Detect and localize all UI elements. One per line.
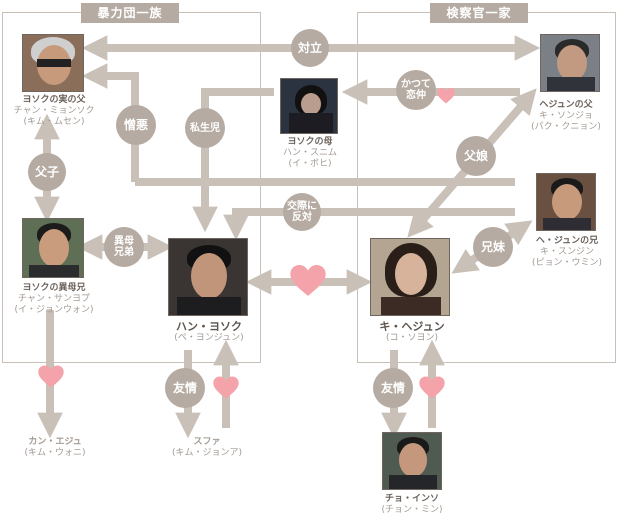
- hejun-father-portrait: [540, 34, 600, 92]
- half-brother-label: ヨソクの異母兄 チャン・サンヨプ (イ・ジョンウォン): [14, 283, 93, 316]
- friendship-left-bubble: 友情: [165, 368, 205, 408]
- hejun-label: キ・ヘジュン (コ・ソヨン): [379, 320, 444, 344]
- opposed-dating-bubble: 交際に 反対: [283, 193, 321, 231]
- choi-portrait: [382, 432, 442, 490]
- mother-actor-role: ハン・スニム: [282, 148, 338, 158]
- hejun-portrait: [370, 238, 450, 316]
- hejun-brother-portrait: [536, 173, 596, 231]
- hatred-arrow: [81, 63, 139, 182]
- kan-heart-icon: [38, 365, 64, 388]
- yosok-portrait: [168, 238, 248, 316]
- hejun-father-actor: (パク・クニョン): [531, 122, 601, 132]
- half-brother-actor: (イ・ジョンウォン): [14, 305, 94, 315]
- siblings-bubble: 兄妹: [473, 227, 513, 267]
- half-brother-actor-role: チャン・サンヨプ: [18, 294, 90, 304]
- love-heart-icon: [290, 265, 326, 296]
- father-label: ヨソクの実の父 チャン・ミョンソク (キム・ムセン): [14, 95, 95, 128]
- sufa-name: スファ: [193, 437, 221, 447]
- father-name: ヨソクの実の父: [22, 95, 86, 105]
- yosok-actor: (ペ・ヨンジュン): [174, 333, 244, 343]
- father-actor: (キム・ムセン): [23, 117, 85, 127]
- hejun-brother-actor-role: キ・スンジン: [539, 247, 594, 257]
- illegitimate-bubble: 私生児: [185, 108, 225, 148]
- prosecutor-family-title: 検察官一家: [430, 3, 528, 23]
- mother-name: ヨソクの母: [287, 137, 333, 147]
- father-portrait: [22, 34, 84, 92]
- sufa-actor: (キム・ジョンア): [171, 448, 243, 458]
- mother-actor: (イ・ボヒ): [288, 159, 332, 169]
- hejun-brother-name: ヘ・ジュンの兄: [535, 236, 599, 246]
- choi-actor: (チョン・ミン): [381, 505, 443, 515]
- hejun-actor: (コ・ソヨン): [385, 333, 439, 343]
- half-brothers-bubble: 異母 兄弟: [104, 227, 144, 267]
- choi-heart-icon: [419, 376, 445, 399]
- hejun-name: キ・ヘジュン: [379, 320, 445, 333]
- sufa-label: スファ (キム・ジョンア): [172, 437, 242, 459]
- half-brother-portrait: [22, 218, 84, 278]
- kan-label: カン・エジュ (キム・ウォニ): [24, 437, 85, 459]
- father-daughter-bubble: 父娘: [456, 136, 496, 176]
- hatred-bubble: 憎悪: [116, 105, 156, 145]
- hejun-brother-label: ヘ・ジュンの兄 キ・スンジン (ピョン・ウミン): [532, 236, 602, 269]
- choi-label: チョ・インソ (チョン・ミン): [381, 494, 442, 516]
- former-lovers-heart-icon: [437, 88, 455, 104]
- mother-portrait: [280, 78, 338, 134]
- half-brother-name: ヨソクの異母兄: [22, 283, 86, 293]
- yosok-label: ハン・ヨソク (ペ・ヨンジュン): [174, 320, 243, 344]
- choi-name: チョ・インソ: [384, 494, 439, 504]
- hejun-father-actor-role: キ・ソンジョ: [538, 111, 593, 121]
- hejun-father-name: ヘジュンの父: [539, 100, 593, 110]
- father-son-bubble: 父子: [28, 153, 66, 191]
- yosok-name: ハン・ヨソク: [176, 320, 242, 333]
- kan-actor: (キム・ウォニ): [24, 448, 86, 458]
- hejun-brother-actor: (ピョン・ウミン): [531, 258, 603, 268]
- violence-family-title: 暴力団一族: [81, 3, 179, 23]
- opposed-dating-arrow: [223, 208, 515, 241]
- rivalry-bubble: 対立: [291, 29, 329, 67]
- sufa-heart-icon: [213, 376, 239, 399]
- mother-label: ヨソクの母 ハン・スニム (イ・ボヒ): [283, 137, 337, 170]
- hejun-father-label: ヘジュンの父 キ・ソンジョ (パク・クニョン): [531, 100, 601, 133]
- kan-name: カン・エジュ: [28, 437, 82, 447]
- friendship-right-bubble: 友情: [373, 368, 413, 408]
- father-actor-role: チャン・ミョンソク: [13, 106, 95, 116]
- former-lovers-bubble: かつて 恋仲: [396, 70, 436, 110]
- illegitimate-arrow: [192, 88, 274, 233]
